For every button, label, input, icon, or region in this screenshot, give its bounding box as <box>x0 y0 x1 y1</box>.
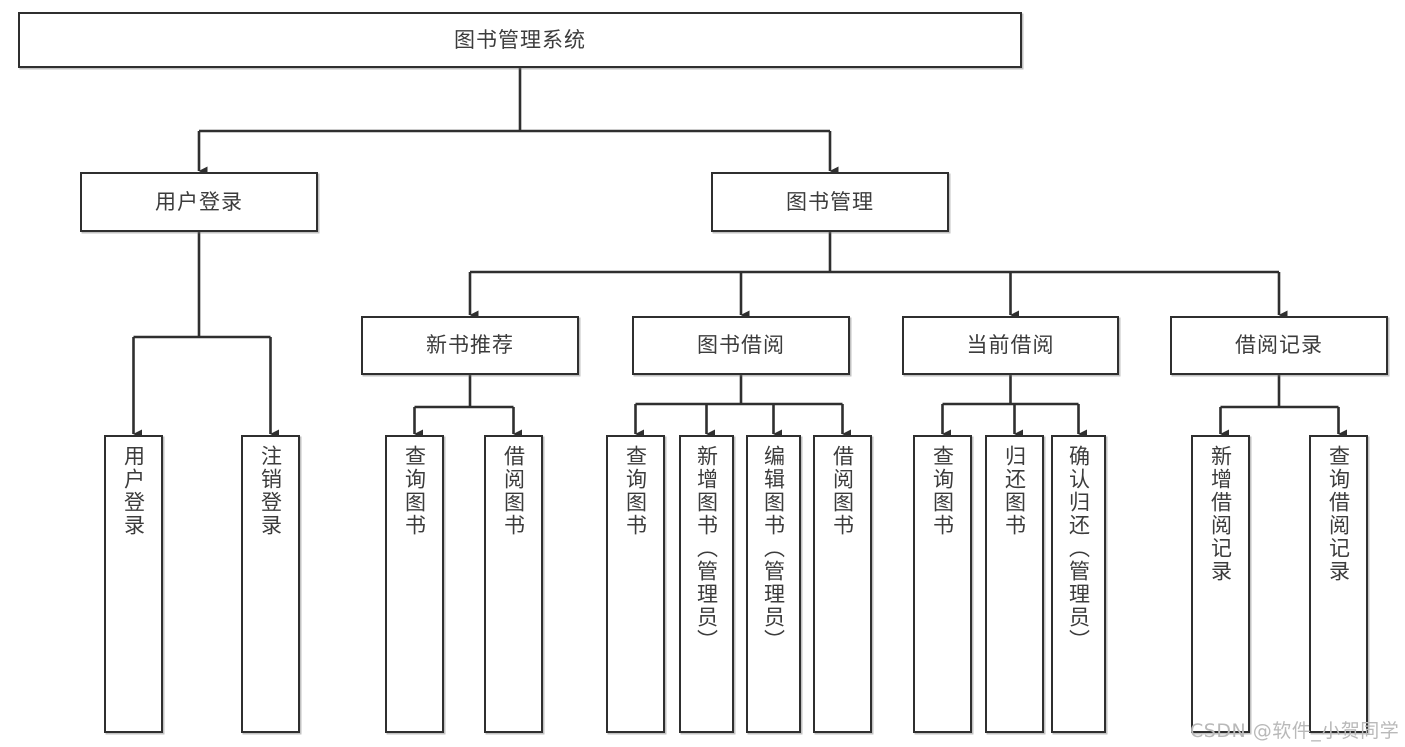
csdn-watermark: CSDN @软件_小贺同学 <box>1190 720 1400 742</box>
node-label: 借阅图书 <box>501 445 526 537</box>
node-leaf-query-book-2[interactable]: 查询图书 <box>606 435 665 733</box>
node-label: 查询图书 <box>930 445 955 537</box>
node-label: 注销登录 <box>258 445 283 537</box>
node-leaf-user-logout[interactable]: 注销登录 <box>241 435 300 733</box>
node-leaf-edit-book[interactable]: 编辑图书（管理员） <box>746 435 801 733</box>
node-leaf-add-book[interactable]: 新增图书（管理员） <box>679 435 734 733</box>
node-leaf-query-record[interactable]: 查询借阅记录 <box>1309 435 1368 733</box>
node-leaf-borrow-book-1[interactable]: 借阅图书 <box>484 435 543 733</box>
node-label: 用户登录 <box>121 445 146 537</box>
node-label: 确认归还（管理员） <box>1066 445 1091 652</box>
node-new-book-rec[interactable]: 新书推荐 <box>361 316 579 375</box>
node-book-borrow[interactable]: 图书借阅 <box>632 316 850 375</box>
node-label: 当前借阅 <box>966 333 1055 358</box>
node-user-login[interactable]: 用户登录 <box>80 172 318 232</box>
node-leaf-borrow-book-2[interactable]: 借阅图书 <box>813 435 872 733</box>
node-label: 新增图书（管理员） <box>694 445 719 652</box>
node-label: 新书推荐 <box>426 333 514 358</box>
node-label: 借阅图书 <box>830 445 855 537</box>
node-label: 图书管理系统 <box>454 27 586 52</box>
node-label: 查询借阅记录 <box>1326 445 1351 583</box>
node-borrow-record[interactable]: 借阅记录 <box>1170 316 1388 375</box>
node-label: 查询图书 <box>402 445 427 537</box>
node-label: 借阅记录 <box>1235 333 1323 358</box>
node-label: 编辑图书（管理员） <box>761 445 786 652</box>
node-leaf-query-book-3[interactable]: 查询图书 <box>913 435 972 733</box>
node-leaf-query-book-1[interactable]: 查询图书 <box>385 435 444 733</box>
node-leaf-return-book[interactable]: 归还图书 <box>985 435 1044 733</box>
node-leaf-add-record[interactable]: 新增借阅记录 <box>1191 435 1250 733</box>
node-label: 查询图书 <box>623 445 648 537</box>
node-root[interactable]: 图书管理系统 <box>18 12 1022 68</box>
node-leaf-user-login[interactable]: 用户登录 <box>104 435 163 733</box>
node-current-borrow[interactable]: 当前借阅 <box>902 316 1119 375</box>
node-label: 图书借阅 <box>697 333 785 358</box>
node-book-manage[interactable]: 图书管理 <box>711 172 949 232</box>
node-label: 用户登录 <box>155 189 243 214</box>
node-label: 归还图书 <box>1002 445 1027 537</box>
node-label: 新增借阅记录 <box>1208 445 1233 583</box>
node-leaf-confirm-return[interactable]: 确认归还（管理员） <box>1051 435 1106 733</box>
node-label: 图书管理 <box>786 189 874 214</box>
